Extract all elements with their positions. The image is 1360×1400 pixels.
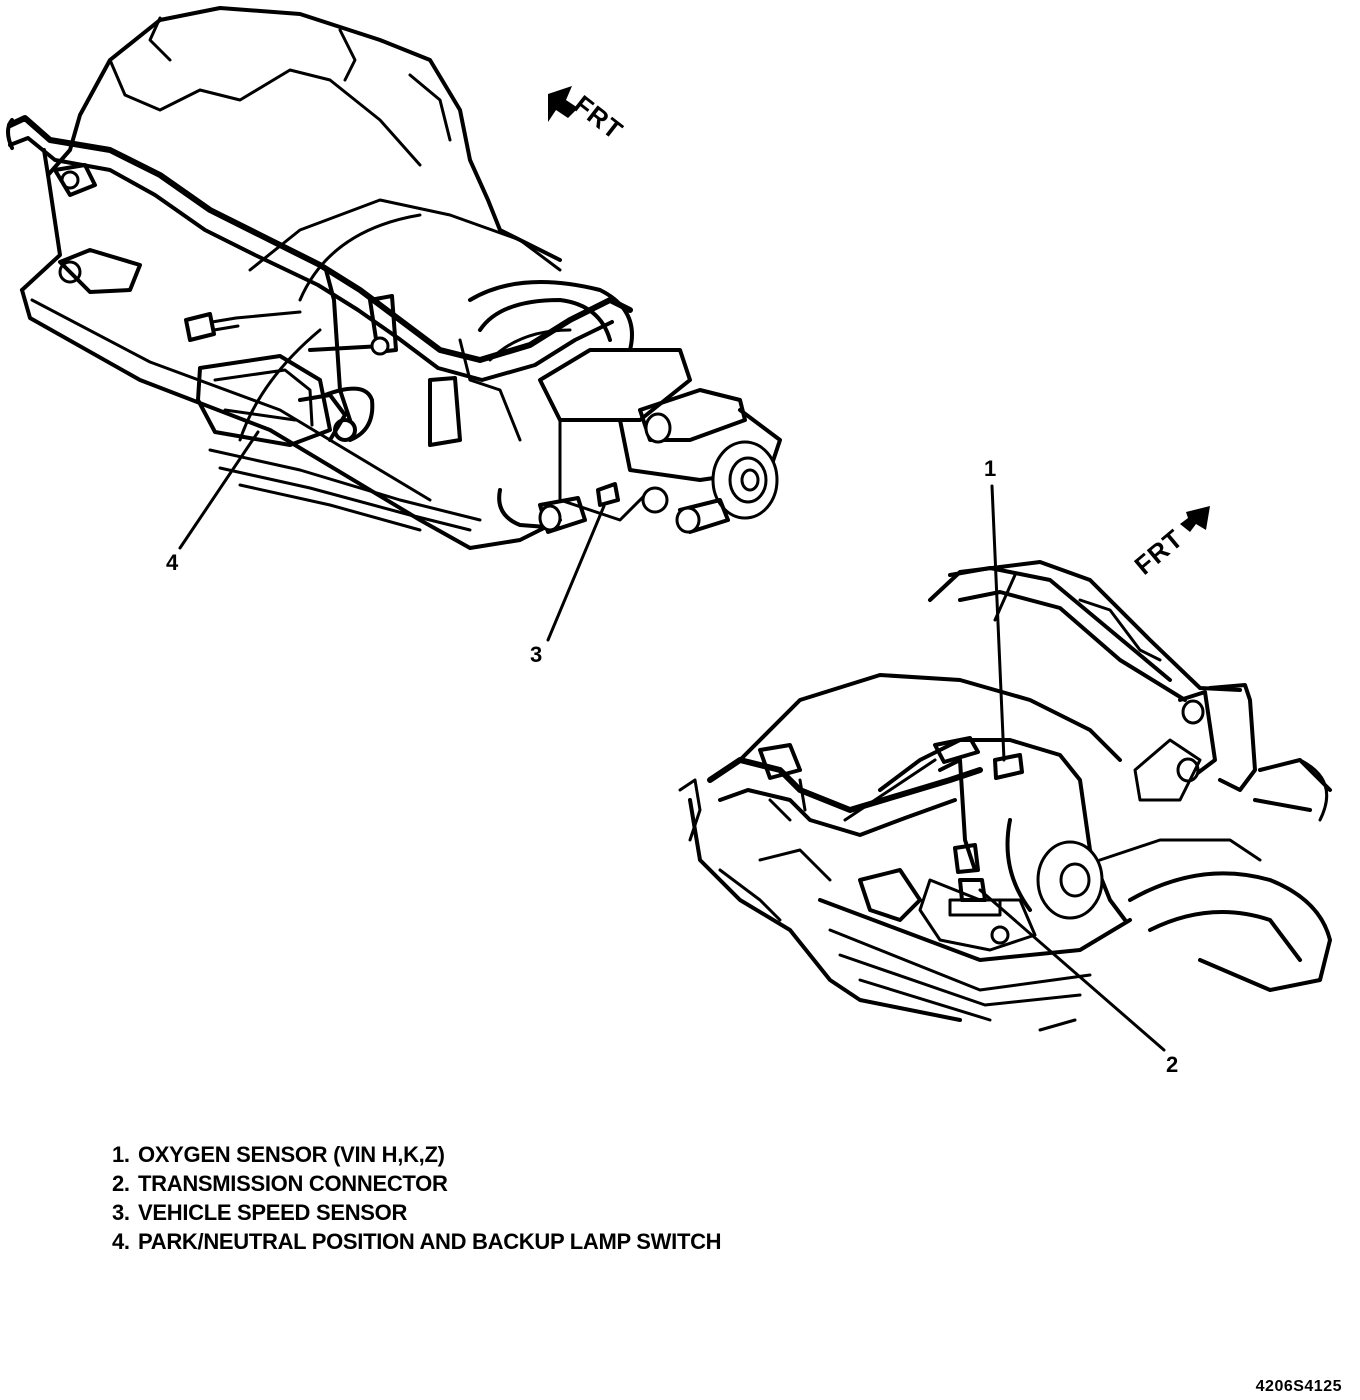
callout-3-number: 3 <box>530 642 542 667</box>
legend-text: PARK/NEUTRAL POSITION AND BACKUP LAMP SW… <box>138 1229 722 1254</box>
legend-item-1: 1. OXYGEN SENSOR (VIN H,K,Z) <box>112 1140 721 1169</box>
callout-1-number: 1 <box>984 456 996 481</box>
callout-2: 2 <box>978 888 1178 1077</box>
legend-text: OXYGEN SENSOR (VIN H,K,Z) <box>138 1142 445 1167</box>
frt-label-upper: FRT <box>568 89 629 146</box>
legend-item-4: 4. PARK/NEUTRAL POSITION AND BACKUP LAMP … <box>112 1227 722 1256</box>
front-arrow-icon <box>1180 506 1210 532</box>
legend-text: VEHICLE SPEED SENSOR <box>138 1200 408 1225</box>
callout-1: 1 <box>984 456 1006 762</box>
legend-number: 2. <box>112 1171 130 1196</box>
callout-4-number: 4 <box>166 550 179 575</box>
legend-text: TRANSMISSION CONNECTOR <box>138 1171 448 1196</box>
legend-number: 1. <box>112 1142 130 1167</box>
callout-4: 4 <box>166 430 260 575</box>
front-direction-indicator-upper: FRT <box>548 86 629 146</box>
front-direction-indicator-lower: FRT <box>1129 506 1210 581</box>
front-arrow-icon <box>548 86 578 122</box>
figure-code: 4206S4125 <box>1255 1378 1342 1395</box>
upper-transmission-view <box>6 6 782 550</box>
parts-legend: 1. OXYGEN SENSOR (VIN H,K,Z) 2. TRANSMISSI… <box>112 1140 722 1256</box>
frt-label-lower: FRT <box>1129 523 1189 580</box>
legend-item-3: 3. VEHICLE SPEED SENSOR <box>112 1198 721 1227</box>
legend-number: 3. <box>112 1200 130 1225</box>
lower-transmission-view <box>678 560 1332 1032</box>
legend-number: 4. <box>112 1229 130 1254</box>
callout-2-number: 2 <box>1166 1052 1178 1077</box>
callout-3: 3 <box>530 504 606 667</box>
legend-item-2: 2. TRANSMISSION CONNECTOR <box>112 1169 721 1198</box>
